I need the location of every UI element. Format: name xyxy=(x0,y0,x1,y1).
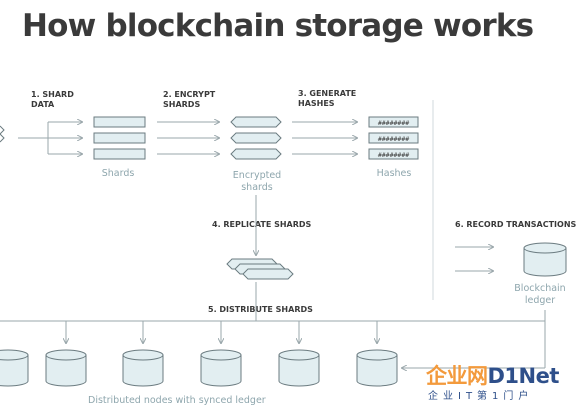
label-blockchain-ledger: Blockchain ledger xyxy=(510,283,570,307)
step-generate-hashes-line1: 3. GENERATE xyxy=(298,89,357,98)
watermark-logo: 企业网D1Net 企业IT第1门户 xyxy=(426,360,586,403)
distribution-bus xyxy=(0,320,545,343)
record-transaction-arrows xyxy=(455,247,493,271)
hash-block xyxy=(368,132,419,144)
shard-block xyxy=(93,148,146,160)
database-icon xyxy=(356,349,398,387)
hash-value: ######## xyxy=(378,151,409,159)
shard-block xyxy=(93,116,146,128)
watermark-subtitle: 企业IT第1门户 xyxy=(428,391,534,402)
page-title: How blockchain storage works xyxy=(22,8,534,44)
watermark-brand-cn: 企业网 xyxy=(426,364,488,388)
source-data-icon xyxy=(0,125,5,143)
step-generate-hashes: 3. GENERATE HASHES xyxy=(298,89,356,109)
database-icon xyxy=(45,349,87,387)
step-shard-data-line1: 1. SHARD xyxy=(31,90,74,99)
label-encrypted-shards-line1: Encrypted xyxy=(232,170,282,181)
watermark-brand: 企业网D1Net xyxy=(426,360,559,390)
label-encrypted-shards-line2: shards xyxy=(241,182,273,193)
encrypted-shard xyxy=(230,116,282,128)
hash-block xyxy=(368,148,419,160)
database-icon xyxy=(200,349,242,387)
shards-stack xyxy=(93,116,146,160)
node-database-icons xyxy=(0,349,398,387)
label-encrypted-shards: Encrypted shards xyxy=(225,170,289,194)
label-hashes: Hashes xyxy=(376,168,412,179)
encrypted-shard xyxy=(230,148,282,160)
step-encrypt-shards-line1: 2. ENCRYPT xyxy=(163,90,216,99)
step-encrypt-shards-line2: SHARDS xyxy=(163,100,201,109)
label-blockchain-ledger-line2: ledger xyxy=(524,295,556,306)
shard-block xyxy=(93,132,146,144)
step-record-transactions: 6. RECORD TRANSACTIONS xyxy=(455,220,577,229)
step-shard-data: 1. SHARD DATA xyxy=(31,90,74,110)
hashes-stack: ######## ######## ######## xyxy=(368,116,419,160)
hash-value: ######## xyxy=(378,135,409,143)
replicated-shards xyxy=(226,258,294,280)
hash-arrows xyxy=(292,122,357,154)
ledger-feedback-path xyxy=(402,310,546,368)
database-icon xyxy=(122,349,164,387)
watermark-brand-en: D1Net xyxy=(487,364,560,388)
blockchain-ledger-icon xyxy=(523,242,567,277)
step-replicate-shards: 4. REPLICATE SHARDS xyxy=(212,220,312,229)
database-icon xyxy=(0,349,29,387)
step-distribute-shards: 5. DISTRIBUTE SHARDS xyxy=(208,305,313,314)
shard-arrows xyxy=(47,122,82,154)
step-shard-data-line2: DATA xyxy=(31,100,55,109)
database-icon xyxy=(278,349,320,387)
hash-block xyxy=(368,116,419,128)
encrypted-shard xyxy=(230,132,282,144)
label-distributed-nodes: Distributed nodes with synced ledger xyxy=(88,395,266,406)
encrypted-shards-stack xyxy=(230,116,282,160)
step-encrypt-shards: 2. ENCRYPT SHARDS xyxy=(163,90,215,110)
hash-value: ######## xyxy=(378,119,409,127)
step-generate-hashes-line2: HASHES xyxy=(298,99,335,108)
label-blockchain-ledger-line1: Blockchain xyxy=(514,283,566,294)
label-shards: Shards xyxy=(101,168,135,179)
replicated-shard xyxy=(242,268,294,280)
encrypt-arrows xyxy=(157,122,219,154)
